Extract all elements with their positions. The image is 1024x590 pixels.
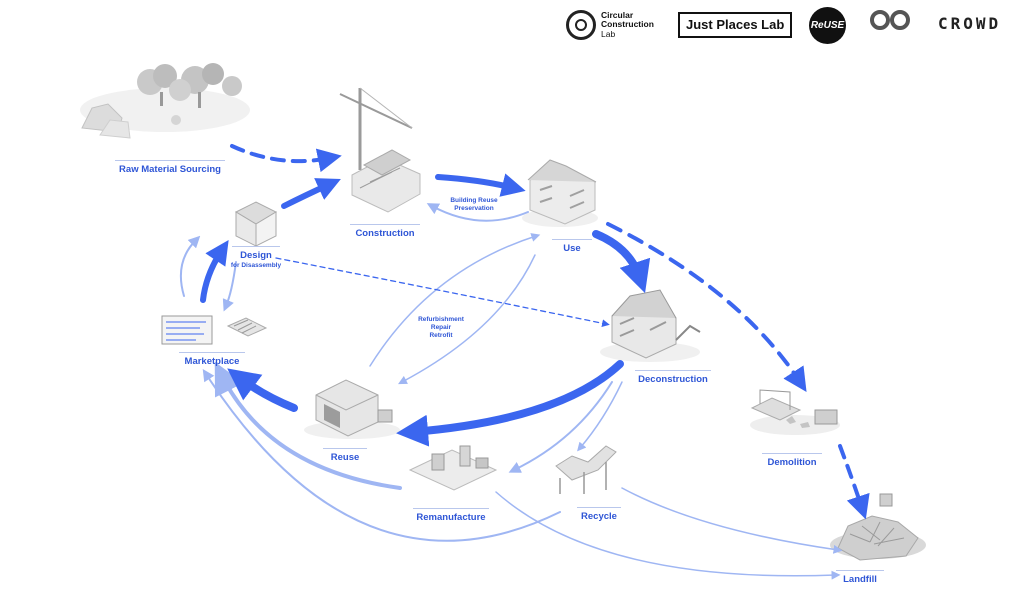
marketplace-illustration <box>161 315 268 345</box>
ccl-line1: Circular <box>601 9 634 20</box>
arrow-deconstruction-to-reuse <box>396 360 624 447</box>
marketplace-underline <box>179 352 245 353</box>
reuse-logo: ReUSE <box>809 7 846 44</box>
arrow-remanufacture-to-landfill <box>495 491 841 580</box>
refurbishment-line2: Repair <box>430 324 452 331</box>
crowd-logo: CROWD <box>938 14 1002 33</box>
reuse-label: Reuse <box>330 452 360 463</box>
refurbishment-line3: Retrofit <box>429 332 453 339</box>
deconstruction-illustration <box>600 289 701 362</box>
arrow-marketplace-to-design-left <box>180 235 201 297</box>
arrow-demolition-to-landfill <box>838 444 870 520</box>
use-label: Use <box>563 243 581 254</box>
recycle-illustration <box>555 445 617 494</box>
raw-material-label: Raw Material Sourcing <box>119 164 221 175</box>
reuse-underline <box>323 448 367 449</box>
just-places-lab-logo: Just Places Lab <box>678 12 793 38</box>
oc-right-circle-icon <box>890 10 910 30</box>
landfill-illustration <box>830 493 926 561</box>
use-underline <box>552 239 592 240</box>
landfill-underline <box>836 570 884 571</box>
design-label: Design for Disassembly <box>231 250 281 269</box>
arrow-reuse-to-marketplace <box>227 368 298 412</box>
recycle-label: Recycle <box>581 511 617 522</box>
arrow-refurbishment-up <box>369 233 541 367</box>
refurbishment-note: Refurbishment Repair Retrofit <box>418 316 464 340</box>
deconstruction-underline <box>635 370 711 371</box>
arrow-raw-to-construction <box>230 144 342 173</box>
arrow-refurbishment-down <box>398 254 536 385</box>
building-reuse-line1: Building Reuse <box>450 197 498 204</box>
building-reuse-note: Building Reuse Preservation <box>450 197 497 213</box>
demolition-illustration <box>750 389 840 435</box>
demolition-label: Demolition <box>767 457 817 468</box>
deconstruction-label: Deconstruction <box>638 374 708 385</box>
design-underline <box>232 246 280 247</box>
arrow-decon-to-recycle <box>577 381 623 452</box>
design-illustration <box>234 201 278 247</box>
arrow-construction-to-use <box>435 173 526 197</box>
construction-illustration <box>339 87 421 213</box>
arrow-use-to-deconstruction <box>592 230 651 294</box>
remanufacture-label: Remanufacture <box>416 512 486 523</box>
reuse-illustration <box>304 379 400 439</box>
ccl-line3: Lab <box>601 28 616 39</box>
ccl-line2: Construction <box>601 19 654 30</box>
design-subtitle: for Disassembly <box>230 262 282 269</box>
raw-material-illustration <box>80 63 250 139</box>
arrow-use-to-construction <box>426 203 529 222</box>
construction-underline <box>350 224 420 225</box>
ccl-ring-icon <box>566 10 596 40</box>
construction-label: Construction <box>355 228 415 239</box>
arrow-design-to-marketplace <box>222 261 237 312</box>
demolition-underline <box>762 453 822 454</box>
use-illustration <box>522 159 598 227</box>
arrow-decon-to-remanufacture <box>508 381 613 473</box>
raw-material-underline <box>115 160 225 161</box>
design-title: Design <box>240 250 272 261</box>
remanufacture-illustration <box>408 445 498 491</box>
remanufacture-underline <box>413 508 489 509</box>
building-reuse-line2: Preservation <box>454 205 494 212</box>
arrow-design-to-construction <box>281 178 341 209</box>
arrow-design-to-deconstruction <box>275 257 610 328</box>
landfill-label: Landfill <box>843 574 877 585</box>
recycle-underline <box>577 507 621 508</box>
refurbishment-line1: Refurbishment <box>418 316 464 323</box>
marketplace-label: Marketplace <box>184 356 240 367</box>
oc-logo <box>868 10 916 42</box>
oc-left-circle-icon <box>870 10 890 30</box>
arrow-use-to-demolition <box>606 222 807 393</box>
circular-construction-lab-logo: Circular Construction Lab <box>566 8 666 42</box>
arrow-recycle-to-landfill <box>621 487 843 554</box>
arrow-marketplace-to-design <box>200 240 229 303</box>
arrow-recycle-to-marketplace <box>202 368 561 542</box>
